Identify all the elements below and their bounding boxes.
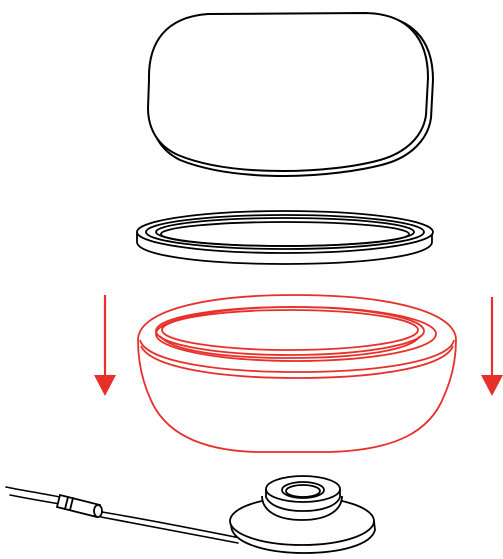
down-arrow-left [94,295,116,396]
cable-wire-to-base [101,511,241,539]
dome-outline [147,12,429,172]
ring-inner-lip [160,221,410,247]
cable-wire-upper [5,486,61,498]
highlighted-bowl-base [137,294,457,453]
bowl-inner-step [159,335,421,359]
bowl-rim-top [139,339,455,373]
bowl-inner-ring-mid [155,306,425,356]
bowl-outer-shell [137,294,457,453]
bowl-rim-lower [140,345,454,379]
bowl-inner-recess [161,309,419,351]
cable-wire-lower [9,494,61,505]
ring-outer-edge [136,210,434,254]
sealing-ring [136,210,434,265]
ferrite-core [55,493,103,519]
puck-hole-inner [285,484,321,498]
ring-mid-edge [145,214,425,250]
down-arrow-right [481,297,503,396]
cable-wire-to-base-2 [100,516,239,544]
top-dome-cover [147,12,434,177]
mounting-puck [229,475,376,554]
cable-with-ferrite [5,486,241,544]
